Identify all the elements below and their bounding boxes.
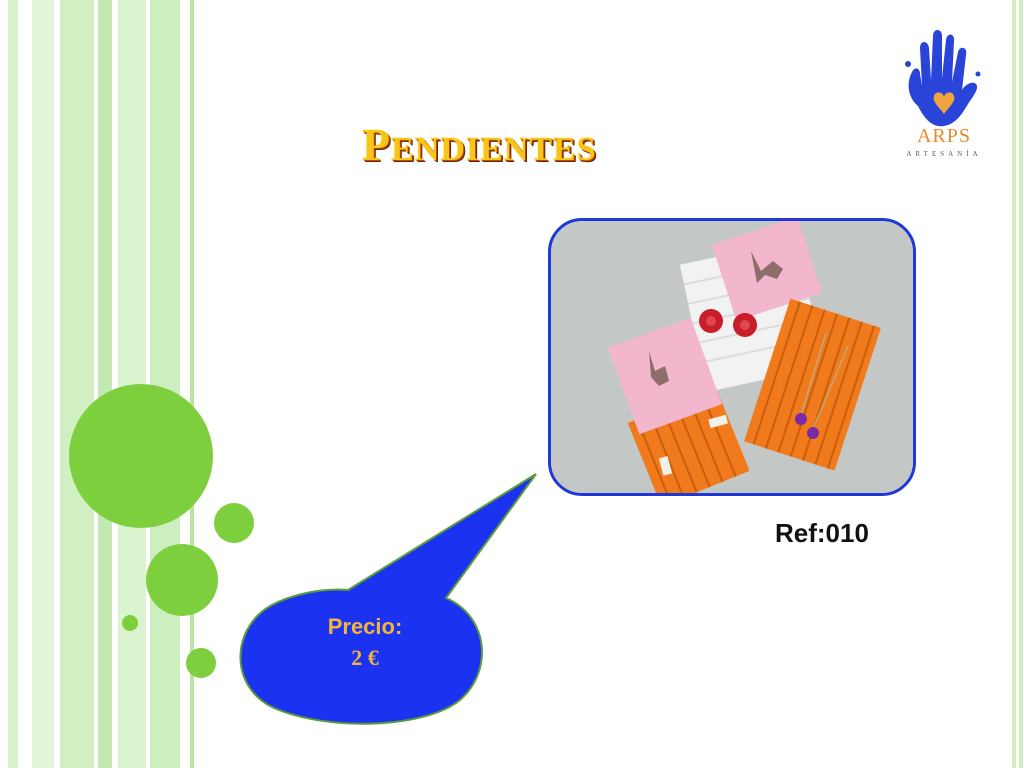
medium-green-circle — [214, 503, 254, 543]
heart-icon — [933, 92, 955, 114]
price-speech-bubble — [239, 473, 537, 725]
small-green-circle — [122, 615, 138, 631]
price-label: Precio: — [327, 614, 403, 639]
logo-name: ARPS — [916, 125, 972, 147]
slide-title: PENDIENTES — [362, 122, 597, 168]
product-photo — [548, 218, 916, 496]
green-circles-decoration — [69, 384, 254, 678]
left-stripes-decoration — [0, 0, 200, 768]
logo-subtitle: ARTESANÍA — [906, 150, 982, 158]
small-green-circle — [186, 648, 216, 678]
right-border-decoration — [1012, 0, 1023, 768]
price-value: 2 € — [351, 645, 379, 670]
large-green-circle — [69, 384, 213, 528]
product-reference: Ref:010 — [775, 518, 869, 548]
medium-green-circle — [146, 544, 218, 616]
hand-print-icon — [905, 30, 981, 127]
slide-title-initial: P — [362, 119, 392, 170]
slide-title-rest: ENDIENTES — [391, 131, 597, 168]
